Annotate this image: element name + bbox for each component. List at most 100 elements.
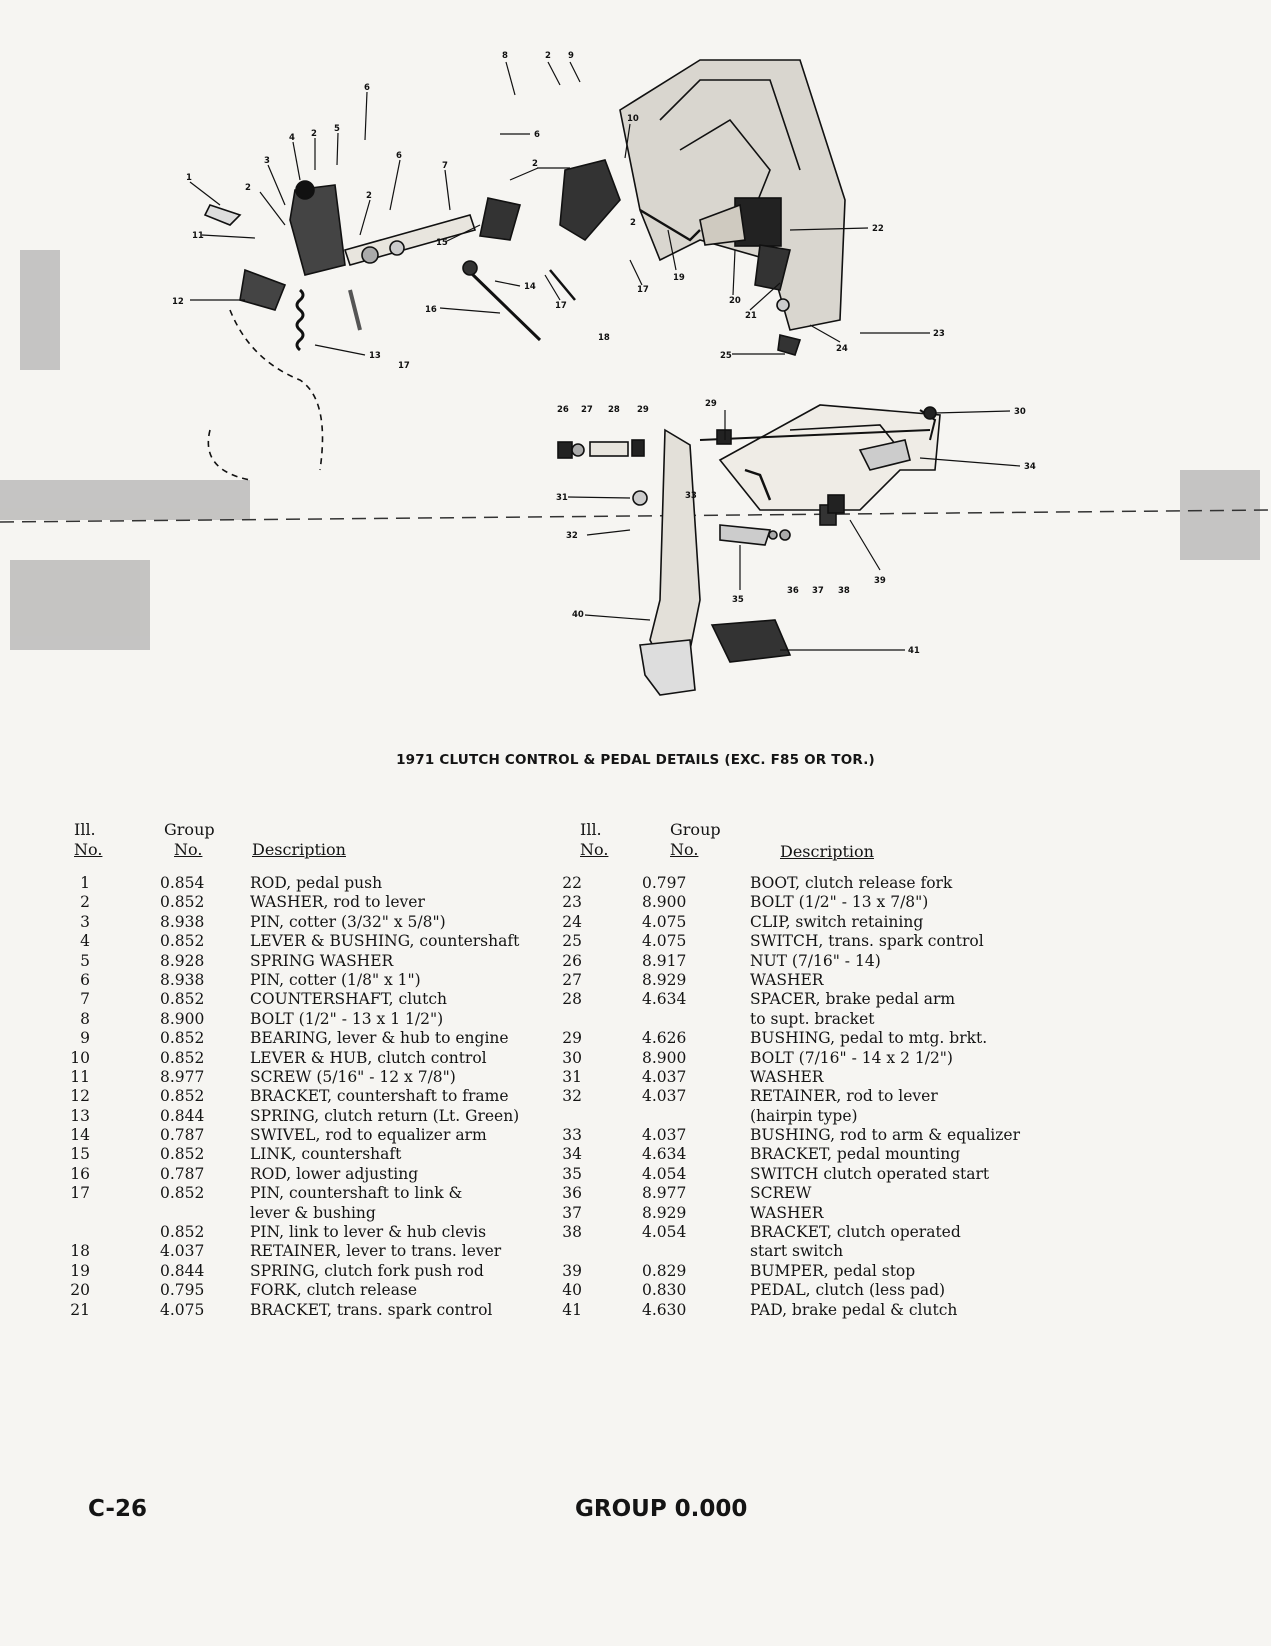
group-no: 4.075 [160, 1300, 205, 1319]
ill-no: 18 [70, 1242, 90, 1261]
ill-no: 34 [562, 1145, 582, 1164]
ill-no: 8 [80, 1009, 90, 1028]
ill-no: 3 [80, 912, 90, 931]
description: SPRING, clutch return (Lt. Green) [250, 1106, 520, 1125]
description: SWITCH, trans. spark control [750, 932, 984, 951]
group-no: 8.977 [642, 1184, 687, 1203]
group-no: 4.037 [642, 1126, 687, 1145]
svg-text:29: 29 [637, 405, 649, 415]
ill-no: 40 [562, 1281, 582, 1300]
description: ROD, lower adjusting [250, 1164, 419, 1183]
group-no: 0.852 [160, 932, 205, 951]
group-no: 8.900 [642, 893, 687, 912]
description: RETAINER, rod to lever [750, 1087, 938, 1106]
svg-text:5: 5 [334, 124, 340, 134]
description: LINK, countershaft [250, 1145, 402, 1164]
header-group-no: No. [174, 840, 203, 859]
description: BOLT (7/16" - 14 x 2 1/2") [750, 1048, 953, 1067]
description: BEARING, lever & hub to engine [250, 1029, 509, 1048]
svg-text:20: 20 [729, 296, 741, 306]
group-no: 0.787 [160, 1126, 205, 1145]
figure-caption: 1971 CLUTCH CONTROL & PEDAL DETAILS (EXC… [396, 752, 875, 768]
group-no: 8.928 [160, 951, 205, 970]
ill-no: 16 [70, 1164, 90, 1183]
svg-text:2: 2 [245, 183, 251, 193]
svg-text:37: 37 [812, 586, 824, 596]
svg-text:11: 11 [192, 231, 204, 241]
group-no: 4.054 [642, 1164, 687, 1183]
group-no: 0.844 [160, 1261, 205, 1280]
group-no: 4.075 [642, 932, 687, 951]
scan-noise [0, 250, 1260, 650]
group-no: 0.787 [160, 1164, 205, 1183]
description: PIN, countershaft to link & [250, 1184, 463, 1203]
description: SPACER, brake pedal arm [750, 990, 956, 1009]
svg-text:2: 2 [545, 51, 551, 61]
svg-text:18: 18 [598, 333, 610, 343]
group-no: 4.075 [642, 912, 687, 931]
description: SPRING, clutch fork push rod [250, 1261, 484, 1280]
description: LEVER & BUSHING, countershaft [250, 932, 520, 951]
ill-no: 4 [80, 932, 90, 951]
svg-text:19: 19 [673, 273, 685, 283]
svg-text:10: 10 [627, 114, 639, 124]
svg-text:26: 26 [557, 405, 569, 415]
description: to supt. bracket [750, 1009, 875, 1028]
svg-text:6: 6 [534, 130, 540, 140]
description: PIN, link to lever & hub clevis [250, 1223, 487, 1242]
group-no: 0.852 [160, 1087, 205, 1106]
svg-text:33: 33 [685, 491, 697, 501]
svg-text:17: 17 [555, 301, 567, 311]
ill-no: 17 [70, 1184, 90, 1203]
group-no: 4.634 [642, 1145, 687, 1164]
svg-text:2: 2 [532, 159, 538, 169]
header-ill-no: No. [580, 840, 609, 859]
ill-no: 28 [562, 990, 582, 1009]
header-description: Description [780, 842, 874, 861]
svg-text:2: 2 [311, 129, 317, 139]
description: BUSHING, rod to arm & equalizer [750, 1126, 1021, 1145]
svg-text:22: 22 [872, 224, 884, 234]
ill-no: 31 [562, 1067, 582, 1086]
description: start switch [750, 1242, 844, 1261]
description: lever & bushing [250, 1203, 376, 1222]
description: BRACKET, pedal mounting [750, 1145, 961, 1164]
page-number: C-26 [88, 1496, 147, 1522]
group-no: 8.977 [160, 1067, 205, 1086]
upper-assembly [203, 59, 846, 481]
description: PIN, cotter (3/32" x 5/8") [250, 912, 446, 931]
svg-text:13: 13 [369, 351, 381, 361]
description: BOOT, clutch release fork [750, 874, 953, 892]
ill-no: 15 [70, 1145, 90, 1164]
group-no: 8.900 [642, 1048, 687, 1067]
ill-no: 5 [80, 951, 90, 970]
svg-text:7: 7 [442, 161, 448, 171]
svg-text:21: 21 [745, 311, 757, 321]
group-no: 0.852 [160, 1048, 205, 1067]
svg-text:4: 4 [289, 133, 295, 143]
group-no: 4.634 [642, 990, 687, 1009]
description: BRACKET, clutch operated [750, 1223, 961, 1242]
ill-no: 10 [70, 1048, 90, 1067]
group-no: 4.037 [160, 1242, 205, 1261]
header-group: Group [164, 820, 215, 839]
svg-text:17: 17 [398, 361, 410, 371]
group-no: 4.037 [642, 1087, 687, 1106]
ill-no: 7 [80, 990, 90, 1009]
diagram-labels: 8 2 9 6 6 10 2 1 2 3 4 2 5 6 7 2 2 11 12… [172, 51, 1036, 656]
description: PEDAL, clutch (less pad) [750, 1281, 946, 1300]
description: BRACKET, countershaft to frame [250, 1087, 509, 1106]
group-no: 4.630 [642, 1300, 687, 1319]
group-no: 0.852 [160, 990, 205, 1009]
group-no: 0.852 [160, 1223, 205, 1242]
svg-text:39: 39 [874, 576, 886, 586]
description: LEVER & HUB, clutch control [250, 1048, 487, 1067]
group-no: 8.929 [642, 1203, 687, 1222]
description: WASHER [750, 970, 824, 989]
ill-no: 33 [562, 1126, 582, 1145]
group-no: 4.626 [642, 1029, 687, 1048]
group-no: 4.054 [642, 1223, 687, 1242]
header-group: Group [670, 820, 721, 839]
ill-no: 13 [70, 1106, 90, 1125]
group-no: 8.917 [642, 951, 687, 970]
